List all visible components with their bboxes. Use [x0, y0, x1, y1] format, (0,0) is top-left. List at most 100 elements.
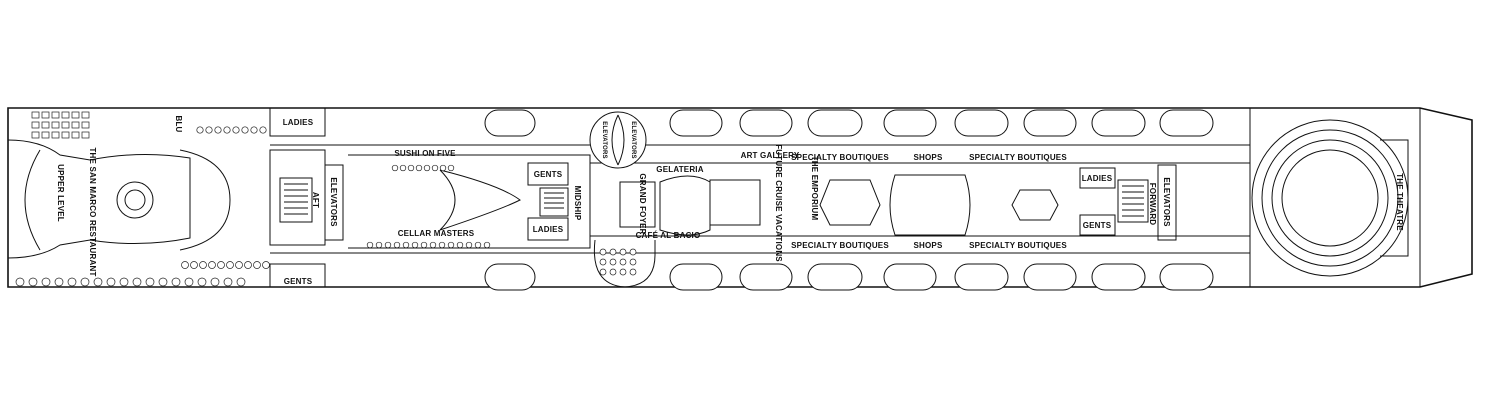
lounge-seat	[447, 164, 455, 172]
label-specialty-bot-2: SPECIALTY BOUTIQUES	[969, 241, 1067, 250]
table-seat	[61, 131, 70, 139]
table-seat	[184, 277, 194, 287]
table-seat	[93, 277, 103, 287]
label-ladies-mid: LADIES	[533, 225, 564, 234]
lifeboat	[739, 109, 793, 137]
lifeboat	[739, 263, 793, 291]
lounge-seat	[399, 164, 407, 172]
aft-restaurant-area	[7, 111, 270, 287]
lounge-seat	[393, 241, 401, 249]
lifeboat	[807, 109, 863, 137]
label-art-gallery: ART GALLERY	[741, 151, 800, 160]
label-cafe: CAFÉ AL BACIO	[636, 231, 701, 240]
cafe-seat	[599, 268, 607, 276]
cafe-seat	[609, 268, 617, 276]
lifeboat	[883, 109, 937, 137]
table-seat	[106, 277, 116, 287]
lounge-seat	[384, 241, 392, 249]
cafe-seat	[619, 268, 627, 276]
atrium-oval	[889, 174, 971, 236]
table-seat	[81, 131, 90, 139]
table-seat	[61, 121, 70, 129]
table-seat	[80, 277, 90, 287]
table-seat	[31, 111, 40, 119]
table-seat	[223, 126, 231, 134]
label-forward: FORWARD	[1148, 183, 1157, 226]
table-seat	[244, 261, 252, 269]
lounge-seat	[429, 241, 437, 249]
table-seat	[259, 126, 267, 134]
lifeboat	[1091, 109, 1146, 137]
lifeboat	[484, 263, 536, 291]
label-sushi: SUSHI ON FIVE	[394, 149, 456, 158]
lounge-seat	[483, 241, 491, 249]
midship-stair	[539, 187, 569, 217]
lounge-seat	[407, 164, 415, 172]
table-seat	[54, 277, 64, 287]
lounge-seat	[366, 241, 374, 249]
table-seat	[51, 131, 60, 139]
cafe-bulge	[593, 239, 656, 288]
lounge-seat	[420, 241, 428, 249]
gents-fwd-room	[1079, 214, 1116, 236]
label-grand-foyer: GRAND FOYER	[638, 173, 647, 234]
label-gents-aft: GENTS	[284, 277, 313, 286]
table-seat	[81, 111, 90, 119]
table-seat	[31, 131, 40, 139]
lifeboat	[883, 263, 937, 291]
table-seat	[199, 261, 207, 269]
label-theatre: THE THEATRE	[1395, 173, 1404, 231]
forward-stair	[1117, 179, 1149, 223]
label-elevators-round-2: ELEVATORS	[630, 121, 636, 158]
labels: UPPER LEVEL THE SAN MARCO RESTAURANT BLU…	[56, 115, 1404, 286]
label-aft: AFT	[311, 192, 320, 208]
ladies-mid-room	[527, 217, 569, 241]
lounge-seat	[375, 241, 383, 249]
table-seat	[119, 277, 129, 287]
table-seat	[253, 261, 261, 269]
table-seat	[71, 111, 80, 119]
cafe-seat	[609, 248, 617, 256]
label-elevators-aft: ELEVATORS	[329, 177, 338, 227]
gents-mid-room	[527, 162, 569, 186]
gents-aft-room	[269, 263, 326, 288]
theatre	[1249, 108, 1409, 287]
table-seat	[197, 277, 207, 287]
label-ladies-fwd: LADIES	[1082, 174, 1113, 183]
lifeboat	[807, 263, 863, 291]
label-specialty-top-1: SPECIALTY BOUTIQUES	[791, 153, 889, 162]
elevators-aft-box	[324, 164, 344, 241]
lifeboat	[669, 263, 723, 291]
cafe-seat	[629, 258, 637, 266]
label-gelateria: GELATERIA	[656, 165, 703, 174]
table-seat	[171, 277, 181, 287]
foyer-stair	[659, 175, 711, 236]
table-seat	[31, 121, 40, 129]
cafe-seat	[619, 258, 627, 266]
lounge-seat	[391, 164, 399, 172]
label-gents-fwd: GENTS	[1083, 221, 1112, 230]
table-seat	[71, 131, 80, 139]
lounge-seat	[423, 164, 431, 172]
lifeboat	[954, 263, 1009, 291]
aft-stair	[279, 177, 313, 223]
table-seat	[41, 121, 50, 129]
lounge-seat	[465, 241, 473, 249]
grand-foyer-box	[619, 181, 656, 228]
lifeboat	[484, 109, 536, 137]
cafe-seat	[609, 258, 617, 266]
table-seat	[181, 261, 189, 269]
table-seat	[250, 126, 258, 134]
cafe-seat	[629, 268, 637, 276]
cafe-seat	[619, 248, 627, 256]
label-elevators-fwd: ELEVATORS	[1162, 177, 1171, 227]
label-upper-level: UPPER LEVEL	[56, 164, 65, 222]
table-seat	[28, 277, 38, 287]
table-seat	[51, 111, 60, 119]
lifeboat	[1023, 263, 1077, 291]
table-seat	[241, 126, 249, 134]
label-blu: BLU	[174, 115, 183, 132]
forward-counter	[1011, 189, 1059, 221]
table-seat	[208, 261, 216, 269]
